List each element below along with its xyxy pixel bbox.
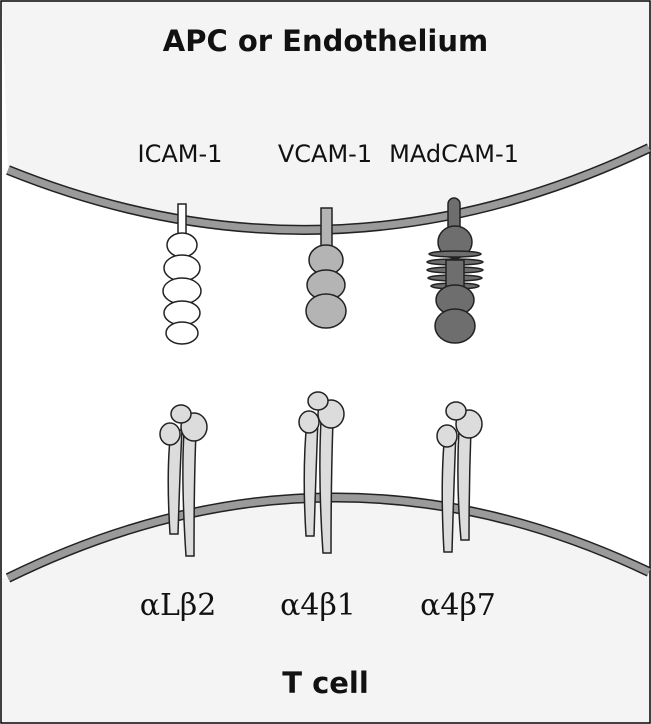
apc-endothelium-label: APC or Endothelium bbox=[162, 24, 489, 58]
integrin-label-alb2: αLβ2 bbox=[139, 588, 217, 623]
integrin-a4b7 bbox=[436, 401, 483, 553]
integrin-a4b1 bbox=[298, 391, 345, 554]
madcam-1-molecule bbox=[426, 197, 484, 344]
ligand-label-madcam-1: MAdCAM-1 bbox=[389, 140, 519, 168]
integrin-alb2 bbox=[159, 404, 208, 557]
integrin-label-a4b7: α4β7 bbox=[420, 588, 496, 623]
vcam-1-molecule bbox=[305, 207, 347, 329]
t-cell-body bbox=[2, 497, 649, 722]
apc-cell-body bbox=[2, 2, 649, 230]
integrin-label-a4b1: α4β1 bbox=[280, 588, 356, 623]
ligand-label-icam-1: ICAM-1 bbox=[137, 140, 223, 168]
t-cell-label: T cell bbox=[282, 666, 369, 700]
ligand-label-vcam-1: VCAM-1 bbox=[277, 140, 373, 168]
icam-1-molecule bbox=[162, 203, 202, 345]
